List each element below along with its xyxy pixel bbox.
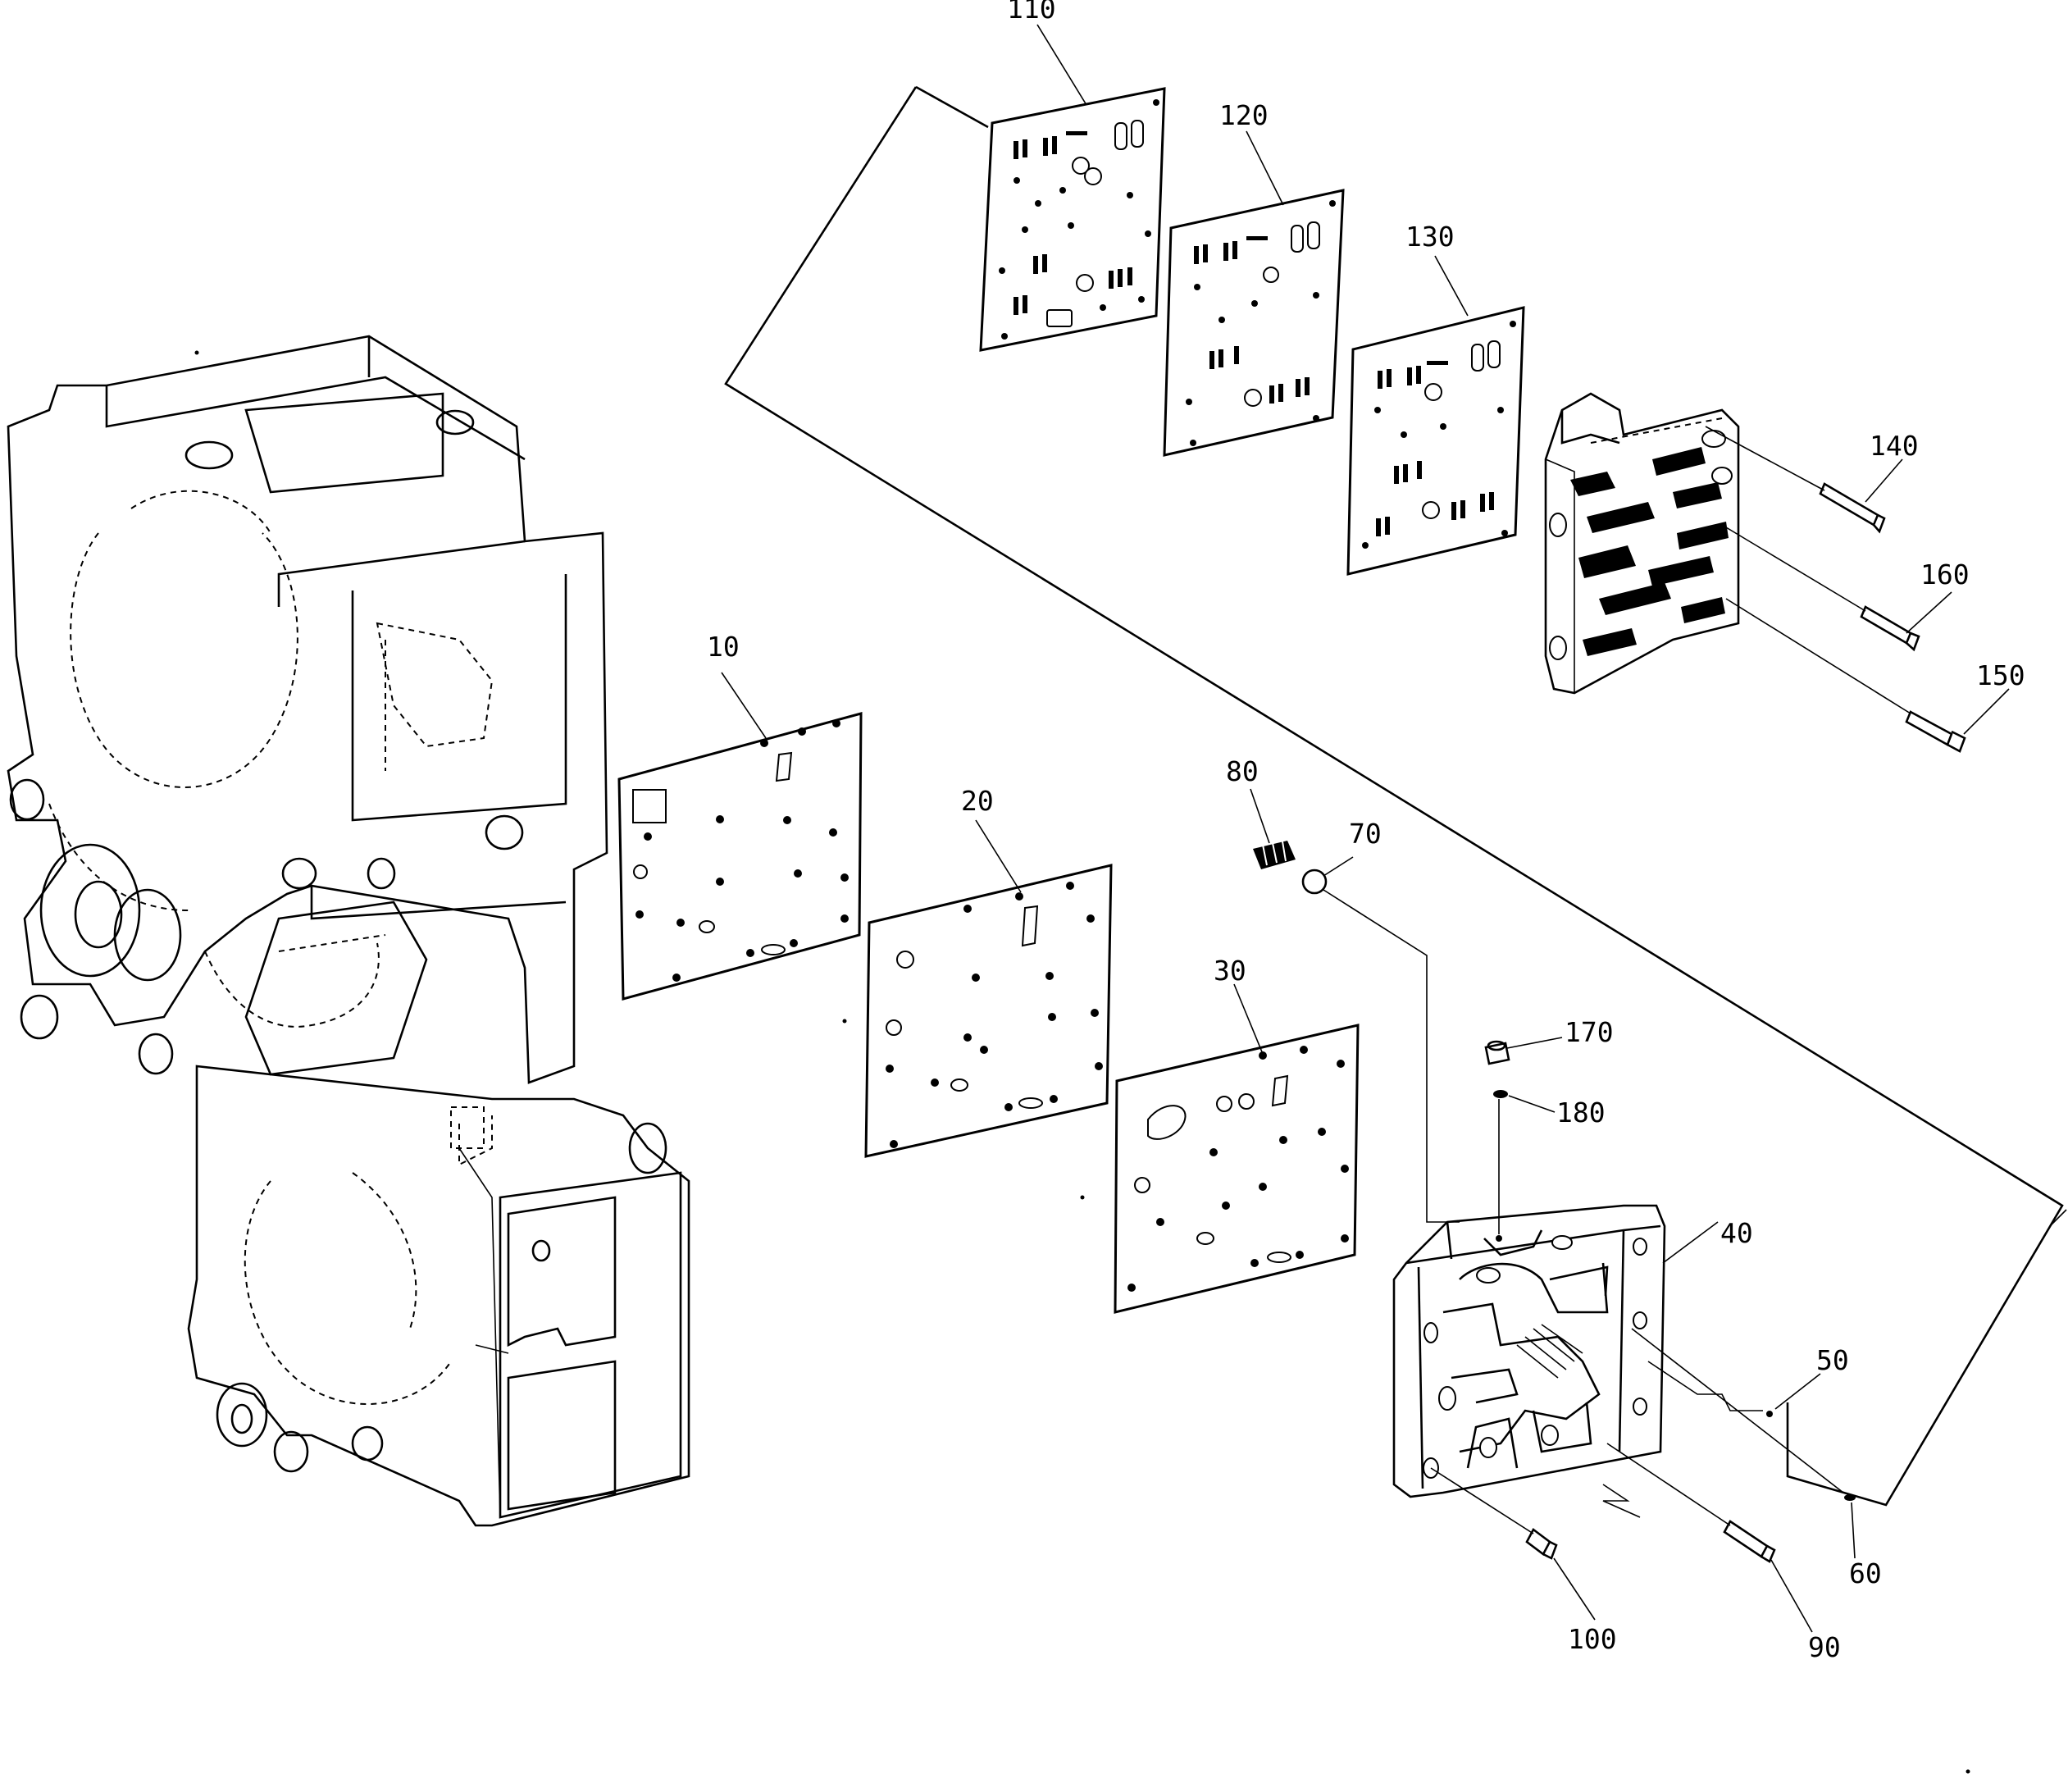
label-20: 20 xyxy=(961,785,994,817)
label-170: 170 xyxy=(1565,1016,1614,1048)
oring-180 xyxy=(1493,1090,1508,1234)
plug-170 xyxy=(1484,1040,1510,1065)
part-number-labels: 110 120 130 140 160 150 10 20 30 80 70 1… xyxy=(707,0,2025,1663)
label-60: 60 xyxy=(1849,1557,1882,1589)
bolt-100 xyxy=(1430,1467,1558,1560)
pin-50 xyxy=(1647,1361,1773,1417)
transmission-housing xyxy=(7,335,690,1527)
label-30: 30 xyxy=(1214,955,1246,987)
plate-30 xyxy=(1114,1024,1360,1314)
bolt-150 xyxy=(1725,598,1966,753)
bolt-140 xyxy=(1705,426,1886,534)
label-120: 120 xyxy=(1219,99,1269,131)
label-40: 40 xyxy=(1720,1217,1753,1249)
valve-body-upper xyxy=(1544,392,1740,695)
label-140: 140 xyxy=(1870,430,1919,462)
label-110: 110 xyxy=(1007,0,1056,25)
spring-80 xyxy=(1253,841,1296,869)
label-180: 180 xyxy=(1556,1097,1606,1129)
label-80: 80 xyxy=(1226,755,1259,787)
label-160: 160 xyxy=(1920,559,1970,590)
valve-body-40 xyxy=(1392,1204,1666,1498)
ball-70 xyxy=(1301,869,1460,1223)
label-70: 70 xyxy=(1349,818,1382,850)
plate-130 xyxy=(1346,306,1525,576)
assembly-outline xyxy=(724,85,2067,1518)
leader-lines xyxy=(721,24,2010,1633)
bolt-160 xyxy=(1721,524,1920,652)
label-150: 150 xyxy=(1976,659,2025,691)
label-100: 100 xyxy=(1568,1623,1617,1655)
plate-20 xyxy=(864,864,1113,1158)
label-130: 130 xyxy=(1405,221,1455,253)
plate-110 xyxy=(979,87,1166,352)
label-10: 10 xyxy=(707,631,740,663)
label-50: 50 xyxy=(1816,1344,1849,1376)
label-90: 90 xyxy=(1808,1631,1841,1663)
plate-10 xyxy=(617,712,863,1001)
plate-120 xyxy=(1163,189,1345,457)
bolt-90 xyxy=(1606,1443,1776,1563)
